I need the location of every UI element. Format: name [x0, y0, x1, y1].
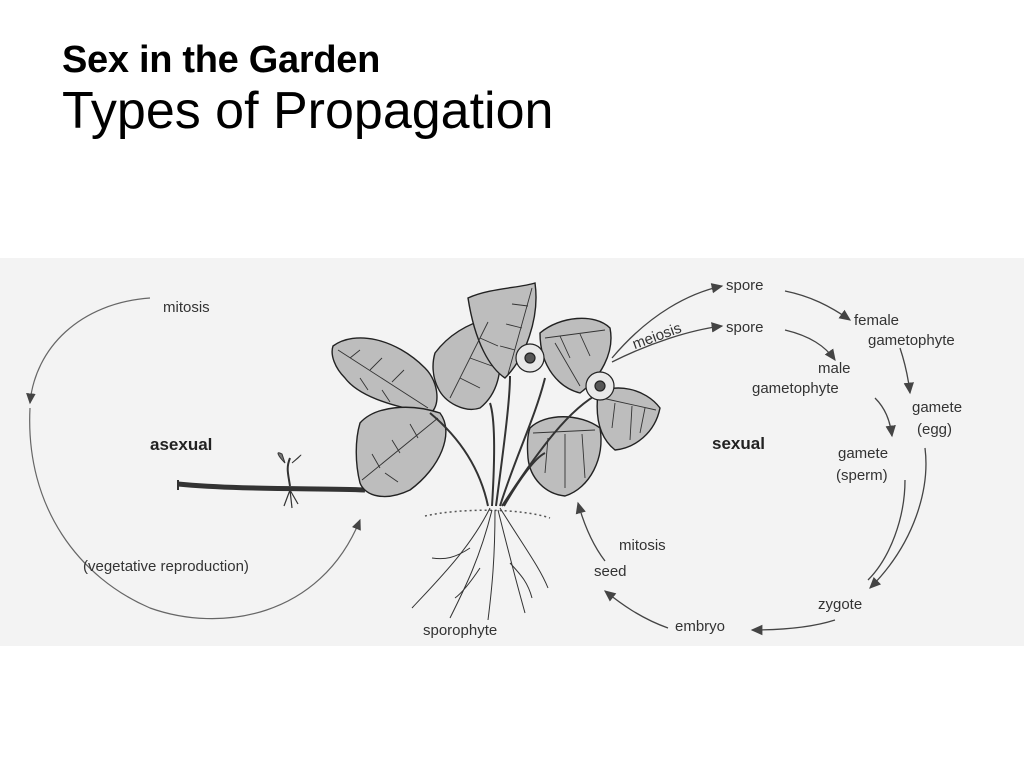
title-block: Sex in the Garden Types of Propagation [62, 38, 553, 140]
gamete-sperm-label: gamete [838, 445, 889, 462]
asexual-label: asexual [150, 435, 213, 454]
propagation-diagram: mitosis asexual (vegetative reproduction… [0, 258, 1024, 646]
runner-stem [177, 452, 366, 509]
asexual-cycle-arrows [26, 297, 361, 620]
seed-label: seed [594, 563, 627, 580]
sporophyte-label: sporophyte [423, 622, 498, 639]
egg-label: (egg) [917, 421, 953, 438]
strawberry-plant-icon [331, 282, 661, 621]
sexual-label: sexual [712, 434, 765, 453]
sexual-cycle-arrows [575, 283, 927, 636]
male-label: male [818, 360, 851, 377]
female-gametophyte-label: gametophyte [868, 332, 955, 349]
male-gametophyte-label: gametophyte [752, 380, 839, 397]
slide-subtitle: Sex in the Garden [62, 39, 380, 81]
sperm-label: (sperm) [836, 467, 888, 484]
female-label: female [854, 312, 900, 329]
diagram-drawing [26, 282, 927, 636]
zygote-label: zygote [818, 596, 863, 613]
gamete-egg-label: gamete [912, 399, 963, 416]
vegetative-reproduction-label: (vegetative reproduction) [83, 558, 249, 575]
mitosis-label-asexual: mitosis [163, 299, 210, 316]
spore-label-male: spore [726, 319, 764, 336]
embryo-label: embryo [675, 618, 726, 635]
spore-label-female: spore [726, 277, 764, 294]
mitosis-label-sexual: mitosis [619, 537, 666, 554]
slide-title: Types of Propagation [62, 82, 554, 140]
